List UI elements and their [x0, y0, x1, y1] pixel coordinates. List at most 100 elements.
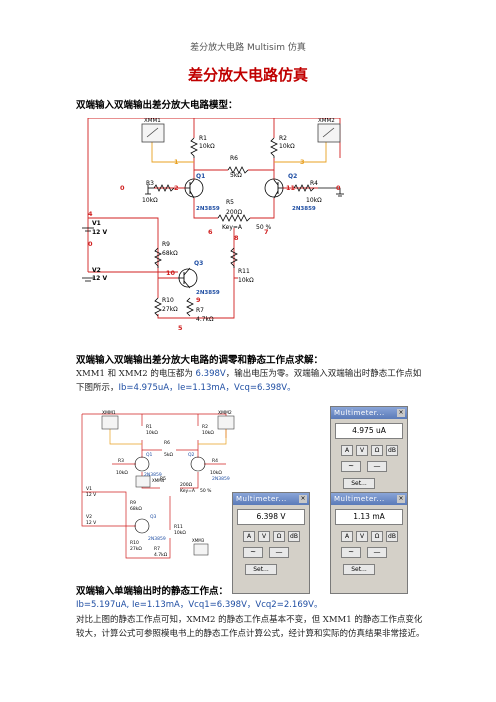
- xmm2-meter-box: [317, 123, 341, 143]
- section3-heading: 双端输入单端输出时的静态工作点：: [76, 586, 229, 597]
- node-11: 11: [286, 184, 296, 192]
- multimeter-2-amp-button[interactable]: A: [243, 531, 255, 542]
- multimeter-2-dc-button[interactable]: —: [269, 547, 289, 558]
- q2-transistor: [264, 178, 284, 198]
- r9-value: 68kΩ: [162, 250, 178, 257]
- small-q3-label: Q3: [150, 514, 157, 520]
- small-r5v: 200Ω: [180, 482, 193, 488]
- multimeter-1-ohm-button[interactable]: Ω: [371, 445, 383, 456]
- small-q1: [134, 456, 150, 472]
- node-0-left: 0: [120, 184, 125, 192]
- multimeter-2-reading: 6.398 V: [237, 509, 305, 525]
- small-q2-label: Q2: [188, 452, 195, 458]
- v1-value: 12 V: [92, 229, 107, 236]
- multimeter-1-amp-button[interactable]: A: [341, 445, 353, 456]
- small-r10v: 27kΩ: [130, 546, 142, 552]
- small-q2-model: 2N3859: [212, 476, 230, 482]
- q1-transistor: [184, 178, 204, 198]
- small-r1: R1: [146, 424, 152, 430]
- small-xmm3-label: XMM3: [192, 538, 205, 543]
- ground-symbols: [145, 184, 344, 197]
- node-9: 9: [196, 296, 201, 304]
- xmm1-label: XMM1: [144, 118, 161, 124]
- section2-heading: 双端输入双端输出差分放大电路的调零和静态工作点求解：: [76, 355, 324, 366]
- r9-resistor: [154, 247, 162, 268]
- small-r2: R2: [202, 424, 208, 430]
- r10-resistor: [154, 297, 162, 317]
- r6-value: 5kΩ: [230, 172, 242, 179]
- close-icon[interactable]: ×: [299, 495, 307, 503]
- multimeter-1-volt-button[interactable]: V: [356, 445, 368, 456]
- small-r11: R11: [174, 524, 183, 530]
- multimeter-1-titlebar[interactable]: Multimeter...: [331, 407, 407, 419]
- r2-resistor: [270, 137, 278, 158]
- running-header: 差分放大电路 Multisim 仿真: [190, 43, 306, 53]
- r7-resistor: [186, 297, 194, 317]
- multimeter-2-ohm-button[interactable]: Ω: [273, 531, 285, 542]
- small-r7v: 4.7kΩ: [154, 552, 168, 558]
- node-2: 2: [174, 184, 179, 192]
- section3-paragraph: 对比上图的静态工作点可知，XMM2 的静态工作点基本不变，但 XMM1 的静态工…: [76, 615, 425, 639]
- small-xmm4-label: XMM4: [152, 478, 165, 483]
- v2-label: V2: [92, 267, 101, 274]
- multimeter-panel-2[interactable]: Multimeter... × 6.398 V A V Ω dB ~ — Set…: [232, 492, 310, 594]
- small-xmm2-label: XMM2: [218, 410, 232, 416]
- multimeter-3-db-button[interactable]: dB: [386, 531, 398, 542]
- multimeter-3-amp-button[interactable]: A: [341, 531, 353, 542]
- r6-label: R6: [230, 155, 238, 162]
- r3-value: 10kΩ: [142, 197, 158, 204]
- multimeter-3-titlebar[interactable]: Multimeter...: [331, 493, 407, 505]
- r1-value: 10kΩ: [199, 143, 215, 150]
- multimeter-1-set-button[interactable]: Set...: [343, 478, 375, 489]
- page-title: 差分放大电路仿真: [187, 66, 308, 84]
- r3-resistor: [153, 184, 175, 192]
- schematic-diagram: XMM1 XMM2 R1 10kΩ R2 10kΩ R6 5kΩ R3 10kΩ…: [82, 118, 344, 332]
- q1-label: Q1: [196, 173, 205, 180]
- small-r6: R6: [164, 440, 170, 446]
- multimeter-3-reading: 1.13 mA: [335, 509, 403, 525]
- close-icon[interactable]: ×: [397, 495, 405, 503]
- multimeter-1-dc-button[interactable]: —: [367, 461, 387, 472]
- r5-potentiometer: [217, 214, 251, 222]
- multimeter-3-ohm-button[interactable]: Ω: [371, 531, 383, 542]
- xmm2-label: XMM2: [318, 118, 335, 124]
- v1-label: V1: [92, 220, 101, 227]
- r6-resistor: [227, 166, 249, 174]
- schematic-wires: [87, 118, 341, 319]
- r4-resistor: [293, 184, 315, 192]
- r2-value: 10kΩ: [279, 143, 295, 150]
- r5-percent: 50 %: [256, 224, 272, 231]
- small-q3: [134, 518, 150, 534]
- multimeter-2-titlebar[interactable]: Multimeter...: [233, 493, 309, 505]
- small-r5: R5: [160, 476, 166, 482]
- small-r9v: 68kΩ: [130, 506, 142, 512]
- xmm1-meter-box: [141, 123, 165, 143]
- multimeter-1-ac-button[interactable]: ~: [341, 461, 361, 472]
- v2-value: 12 V: [92, 275, 107, 282]
- r1-resistor: [190, 137, 198, 158]
- section2-paragraph: XMM1 和 XMM2 的电压都为 6.398V，输出电压为零。双端输入双端输出…: [76, 367, 426, 395]
- multimeter-3-dc-button[interactable]: —: [367, 547, 387, 558]
- node-0-right: 0: [336, 184, 341, 192]
- multimeter-1-db-button[interactable]: dB: [386, 445, 398, 456]
- q2-model: 2N3859: [292, 206, 316, 212]
- small-q1-model: 2N3859: [144, 472, 162, 478]
- multimeter-panel-1[interactable]: Multimeter... × 4.975 uA A V Ω dB ~ — Se…: [330, 406, 408, 508]
- multimeter-2-ac-button[interactable]: ~: [243, 547, 263, 558]
- multimeter-2-set-button[interactable]: Set...: [245, 564, 277, 575]
- multimeter-2-volt-button[interactable]: V: [258, 531, 270, 542]
- small-xmm2-box: [217, 415, 235, 430]
- small-r3v: 10kΩ: [116, 470, 128, 476]
- close-icon[interactable]: ×: [397, 409, 405, 417]
- r3-label: R3: [146, 180, 154, 187]
- multimeter-2-db-button[interactable]: dB: [288, 531, 300, 542]
- multimeter-3-ac-button[interactable]: ~: [341, 547, 361, 558]
- multimeter-3-volt-button[interactable]: V: [356, 531, 368, 542]
- q2-label: Q2: [288, 173, 297, 180]
- multimeter-3-set-button[interactable]: Set...: [343, 564, 375, 575]
- multimeter-panel-3[interactable]: Multimeter... × 1.13 mA A V Ω dB ~ — Set…: [330, 492, 408, 594]
- small-xmm4-box: [135, 475, 151, 488]
- v2-source: [82, 277, 94, 282]
- q3-label: Q3: [194, 260, 203, 267]
